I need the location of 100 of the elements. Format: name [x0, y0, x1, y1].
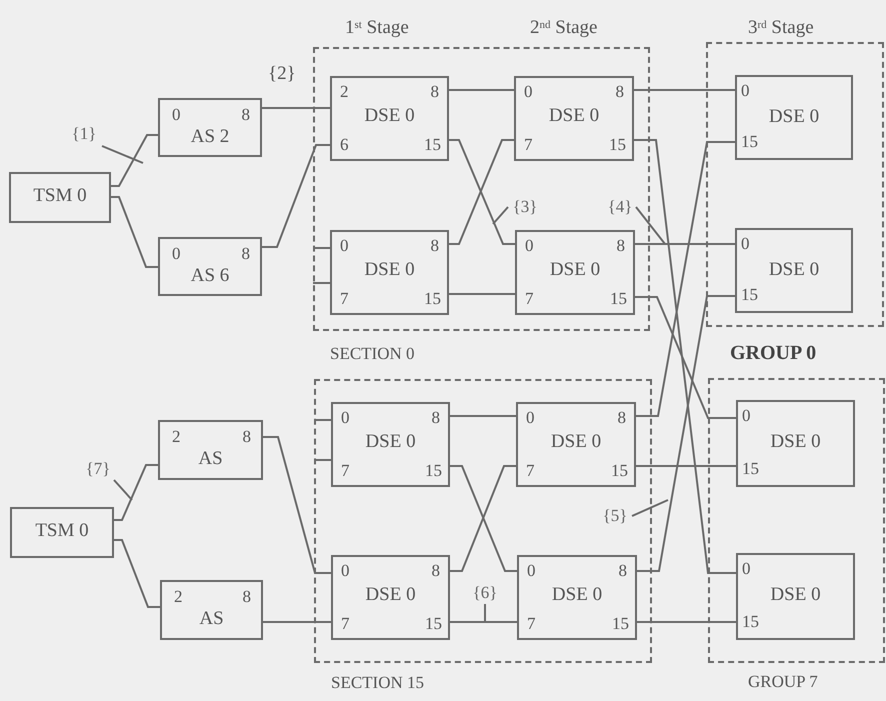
port-number: 8: [616, 83, 624, 100]
port-number: 8: [618, 562, 627, 579]
connector-line: [633, 89, 736, 91]
port-number: 0: [341, 409, 350, 426]
connector-line: [637, 295, 735, 572]
switch-label: DSE 0: [363, 106, 416, 125]
switch-label: AS 2: [190, 127, 230, 146]
connector-line: [261, 107, 331, 109]
switch-box: [735, 228, 853, 313]
port-number: 15: [742, 460, 759, 477]
port-number: 15: [611, 462, 628, 479]
port-number: 15: [609, 136, 626, 153]
switch-box: [736, 400, 855, 487]
callout-number: {6}: [468, 582, 502, 604]
switch-label: DSE 0: [769, 585, 822, 604]
port-number: 8: [430, 83, 439, 100]
connector-line: [313, 247, 330, 249]
port-number: 7: [527, 615, 536, 632]
port-number: 0: [341, 562, 350, 579]
group-title: GROUP 7: [748, 671, 818, 693]
port-number: 8: [242, 245, 250, 262]
switch-label: AS 6: [190, 266, 230, 285]
switch-label: AS: [197, 449, 224, 468]
switch-box: [735, 75, 853, 160]
connector-line: [449, 621, 518, 623]
port-number: 7: [341, 615, 350, 632]
switch-box: [158, 237, 262, 296]
connector-line: [635, 296, 736, 419]
connector-line: [262, 621, 332, 623]
callout-number: {4}: [604, 196, 636, 218]
port-number: 8: [618, 409, 626, 426]
port-number: 0: [524, 83, 532, 100]
port-number: 8: [430, 237, 439, 254]
connector-line: [314, 419, 331, 421]
callout-number: {7}: [82, 458, 114, 480]
port-number: 15: [741, 286, 758, 303]
stage-title: 2$^{nd}$ Stage: [530, 16, 598, 40]
connector-line: [449, 415, 517, 417]
port-number: 7: [340, 290, 348, 307]
connector-line: [448, 89, 515, 91]
port-number: 2: [340, 83, 348, 100]
port-number: 8: [242, 588, 251, 605]
port-number: 0: [172, 245, 180, 262]
port-number: 8: [242, 428, 251, 445]
switch-label: DSE 0: [768, 260, 820, 279]
module-label: TSM 0: [32, 186, 88, 205]
port-number: 8: [242, 106, 250, 123]
switch-label: DSE 0: [364, 585, 417, 604]
switch-label: DSE 0: [363, 260, 416, 279]
switch-label: DSE 0: [768, 107, 820, 126]
port-number: 0: [526, 409, 534, 426]
port-number: 0: [742, 407, 750, 424]
module-label: TSM 0: [34, 521, 90, 540]
port-number: 7: [341, 462, 350, 479]
port-number: 15: [742, 613, 759, 630]
leader-line: [484, 604, 486, 622]
port-number: 7: [525, 290, 534, 307]
leader-line: [113, 479, 133, 501]
port-number: 7: [526, 462, 534, 479]
callout-number: {3}: [508, 196, 542, 218]
port-number: 6: [340, 136, 348, 153]
connector-line: [448, 293, 516, 295]
module-box: [10, 507, 114, 558]
switch-label: DSE 0: [550, 432, 602, 451]
stage-title: 3$^{rd}$ Stage: [748, 16, 814, 40]
switch-label: DSE 0: [364, 432, 417, 451]
port-number: 0: [742, 560, 750, 577]
port-number: 0: [527, 562, 536, 579]
switch-box: [160, 580, 263, 640]
port-number: 15: [612, 615, 629, 632]
connector-line: [636, 141, 735, 417]
switch-box: [514, 76, 634, 161]
switch-label: DSE 0: [548, 106, 600, 125]
stage-title: 1$^{st}$ Stage: [345, 16, 409, 40]
connector-line: [634, 243, 736, 245]
switch-box: [158, 420, 263, 480]
port-number: 0: [741, 82, 750, 99]
switch-box: [331, 555, 450, 640]
connector-line: [636, 621, 737, 623]
port-number: 0: [741, 235, 750, 252]
port-number: 8: [432, 562, 440, 579]
port-number: 15: [425, 615, 442, 632]
port-number: 0: [172, 106, 180, 123]
port-number: 8: [432, 409, 440, 426]
switch-label: DSE 0: [548, 260, 602, 279]
leader-line: [632, 499, 668, 517]
switch-box: [331, 402, 450, 487]
switch-box: [516, 402, 636, 487]
switch-label: AS: [198, 609, 225, 628]
port-number: 2: [172, 428, 180, 445]
connector-line: [262, 144, 330, 248]
connector-line: [114, 539, 160, 608]
connector-line: [313, 282, 330, 284]
port-number: 0: [340, 237, 348, 254]
leader-line: [635, 206, 666, 245]
connector-line: [111, 134, 158, 187]
switch-box: [330, 76, 449, 161]
switch-box: [330, 230, 449, 315]
switch-box: [158, 98, 262, 157]
module-box: [9, 172, 111, 223]
